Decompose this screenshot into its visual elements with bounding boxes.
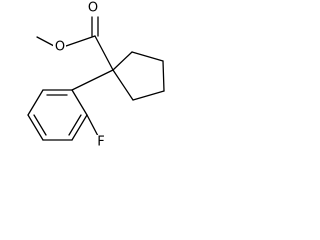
bond-ring-2 (131, 51, 164, 62)
ester-oxygen-label: O (55, 40, 65, 55)
fluorophenyl-ring (27, 89, 99, 141)
bond-c1-ccarbonyl (94, 35, 114, 71)
bond-ring-4 (132, 90, 165, 101)
bond-ar-6 (71, 89, 88, 116)
fluorine-label: F (97, 135, 104, 150)
carbonyl-oxygen-label: O (88, 1, 98, 16)
bond-ar-fluorine (86, 114, 99, 137)
bond-c1-aryl (71, 69, 114, 91)
chemical-structure-diagram: O O F (27, 0, 165, 150)
bond-ring-5 (112, 69, 134, 101)
atom-labels: O O F (53, 0, 107, 150)
bond-ar-5-inner (68, 114, 82, 136)
bond-ar-3 (27, 114, 44, 141)
bond-ar-5 (71, 114, 88, 141)
ester-group (36, 16, 114, 71)
bond-ring-3 (162, 60, 165, 92)
bond-ar-2 (27, 89, 44, 116)
bond-ring-1 (112, 51, 133, 71)
bond-oester-methyl (36, 36, 55, 47)
cyclopentane-ring (112, 51, 165, 101)
bond-ccarbonyl-oester (65, 35, 96, 47)
bond-ar-3-inner (33, 114, 47, 136)
